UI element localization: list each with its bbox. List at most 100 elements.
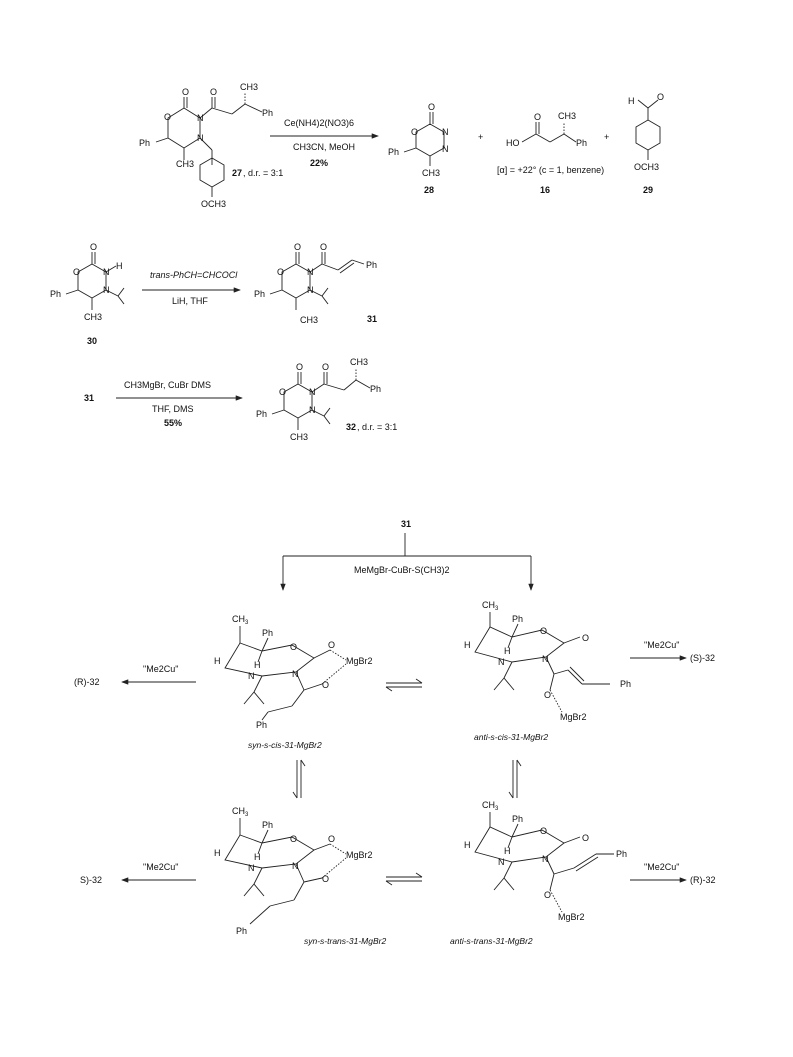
cuprate-label: "Me2Cu" bbox=[143, 862, 178, 872]
o-label: O bbox=[540, 826, 547, 836]
ch3-label: CH3 bbox=[482, 600, 499, 612]
equilibrium-arrow-left bbox=[292, 759, 306, 799]
ch3-label: CH3 bbox=[232, 806, 249, 818]
o-label: O bbox=[328, 834, 335, 844]
o-label: O bbox=[544, 890, 551, 900]
o-label: O bbox=[210, 87, 217, 97]
mechanism-scheme: 31 MeMgBr-CuBr-S(CH3)2 CH3 Ph H H bbox=[74, 519, 716, 946]
outcome-label: S)-32 bbox=[80, 875, 102, 885]
o-label: O bbox=[322, 680, 329, 690]
solvent-label: THF, DMS bbox=[152, 404, 194, 414]
ph-label: Ph bbox=[366, 260, 377, 270]
cuprate-label: "Me2Cu" bbox=[644, 862, 679, 872]
ph-label: Ph bbox=[262, 628, 273, 638]
scheme-3: 31 CH3MgBr, CuBr DMS THF, DMS 55% O O O … bbox=[84, 357, 397, 442]
n-label: N bbox=[498, 657, 505, 667]
ph-label: Ph bbox=[512, 614, 523, 624]
ch3-label: CH3 bbox=[240, 82, 258, 92]
ph-label: Ph bbox=[262, 108, 273, 118]
ph-label: Ph bbox=[370, 384, 381, 394]
n-label: N bbox=[197, 133, 204, 143]
h-label: H bbox=[214, 848, 221, 858]
cuprate-label: "Me2Cu" bbox=[644, 640, 679, 650]
complex-syn-s-trans: CH3 Ph H H O O N N O MgBr2 Ph syn-s-tran… bbox=[214, 806, 386, 946]
ch3-label: CH3 bbox=[84, 312, 102, 322]
complex-syn-s-cis: CH3 Ph H H O O N N O MgBr2 Ph syn-s-cis-… bbox=[214, 614, 373, 750]
ph-label: Ph bbox=[50, 289, 61, 299]
compound-31: O O O N N Ph Ph CH3 31 bbox=[254, 242, 377, 325]
n-label: N bbox=[442, 144, 449, 154]
solvent-label: CH3CN, MeOH bbox=[293, 142, 355, 152]
o-label: O bbox=[540, 626, 547, 636]
o-label: O bbox=[328, 640, 335, 650]
compound-number: 28 bbox=[424, 185, 434, 195]
n-label: N bbox=[542, 654, 549, 664]
o-label: O bbox=[73, 267, 80, 277]
compound-number: 30 bbox=[87, 336, 97, 346]
ch3-label: CH3 bbox=[300, 315, 318, 325]
ph-label: Ph bbox=[139, 138, 150, 148]
o-label: O bbox=[279, 387, 286, 397]
compound-29: H O OCH3 29 bbox=[628, 92, 664, 195]
o-label: O bbox=[534, 112, 541, 122]
n-label: N bbox=[309, 405, 316, 415]
reagent-label: trans-PhCH=CHCOCl bbox=[150, 270, 238, 280]
h-label: H bbox=[464, 640, 471, 650]
h-label: H bbox=[254, 660, 261, 670]
n-label: N bbox=[103, 267, 110, 277]
complex-caption: anti-s-cis-31-MgBr2 bbox=[474, 732, 548, 742]
reagent-label: Ce(NH4)2(NO3)6 bbox=[284, 118, 354, 128]
ph-label: Ph bbox=[388, 147, 399, 157]
ome-label: OCH3 bbox=[634, 162, 659, 172]
base-label: LiH, THF bbox=[172, 296, 208, 306]
o-label: O bbox=[296, 362, 303, 372]
compound-number: 31 bbox=[401, 519, 411, 529]
compound-27: O O O N N CH3 Ph Ph CH3 OCH3 27 , d.r. =… bbox=[139, 82, 283, 209]
h-label: H bbox=[254, 852, 261, 862]
plus-sign: + bbox=[604, 132, 609, 142]
ho-label: HO bbox=[506, 138, 520, 148]
complex-caption: syn-s-cis-31-MgBr2 bbox=[248, 740, 322, 750]
ch3-label: CH3 bbox=[232, 614, 249, 626]
h-label: H bbox=[214, 656, 221, 666]
h-label: H bbox=[628, 96, 635, 106]
n-label: N bbox=[248, 671, 255, 681]
equilibrium-arrow-right bbox=[508, 759, 522, 799]
scheme-1: O O O N N CH3 Ph Ph CH3 OCH3 27 , d.r. =… bbox=[139, 82, 664, 209]
o-label: O bbox=[582, 633, 589, 643]
ph-label: Ph bbox=[620, 679, 631, 689]
h-label: H bbox=[464, 840, 471, 850]
o-label: O bbox=[164, 112, 171, 122]
o-label: O bbox=[657, 92, 664, 102]
n-label: N bbox=[103, 285, 110, 295]
complex-anti-s-trans: CH3 Ph H H O O N N O Ph MgBr2 anti-s-tra… bbox=[450, 800, 627, 946]
compound-32: O O O N N CH3 Ph Ph CH3 32 , d.r. = 3:1 bbox=[256, 357, 397, 442]
o-label: O bbox=[428, 102, 435, 112]
reagent-label: MeMgBr-CuBr-S(CH3)2 bbox=[354, 565, 450, 575]
dr-label: , d.r. = 3:1 bbox=[357, 422, 397, 432]
ph-label: Ph bbox=[576, 138, 587, 148]
n-label: N bbox=[442, 127, 449, 137]
ch3-label: CH3 bbox=[422, 168, 440, 178]
compound-16: O HO CH3 Ph [α] = +22° (c = 1, benzene) … bbox=[497, 111, 604, 195]
n-label: N bbox=[197, 113, 204, 123]
o-label: O bbox=[322, 362, 329, 372]
mgbr2-label: MgBr2 bbox=[346, 850, 373, 860]
o-label: O bbox=[290, 642, 297, 652]
o-label: O bbox=[294, 242, 301, 252]
ph-label: Ph bbox=[236, 926, 247, 936]
ome-label: OCH3 bbox=[201, 199, 226, 209]
n-label: N bbox=[307, 285, 314, 295]
o-label: O bbox=[411, 127, 418, 137]
n-label: N bbox=[498, 857, 505, 867]
outcome-label: (R)-32 bbox=[74, 677, 100, 687]
mgbr2-label: MgBr2 bbox=[560, 712, 587, 722]
h-label: H bbox=[504, 846, 511, 856]
ch3-label: CH3 bbox=[290, 432, 308, 442]
o-label: O bbox=[320, 242, 327, 252]
n-label: N bbox=[248, 863, 255, 873]
yield-label: 22% bbox=[310, 158, 328, 168]
o-label: O bbox=[582, 833, 589, 843]
compound-number: 31 bbox=[367, 314, 377, 324]
